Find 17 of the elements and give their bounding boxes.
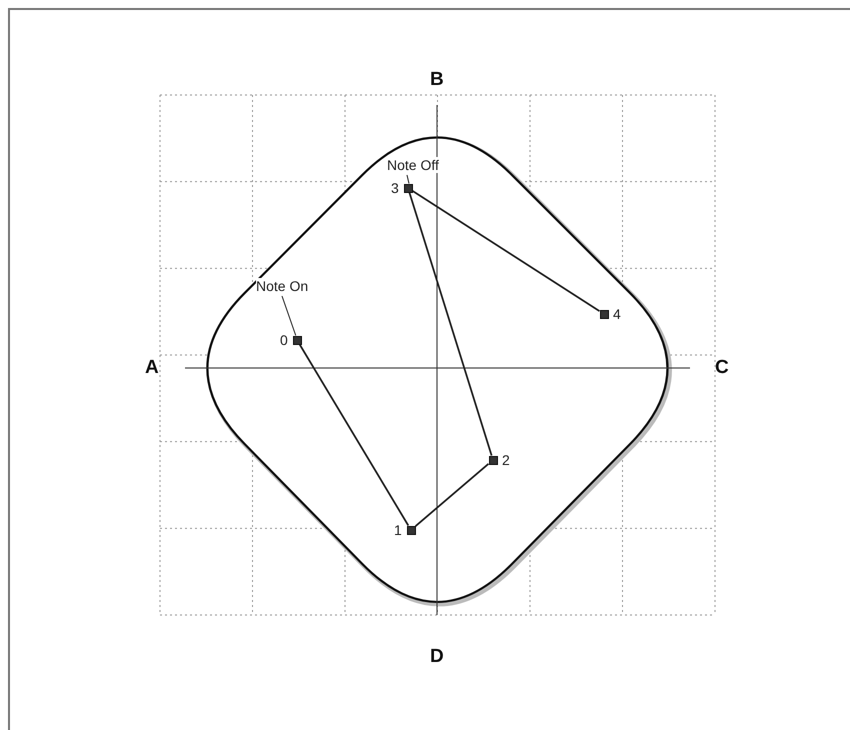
corner-letter: D <box>430 647 444 667</box>
point-number: 0 <box>280 332 288 348</box>
note-label: Note On <box>256 278 308 294</box>
connecting-line <box>408 192 492 456</box>
point-number: 3 <box>391 180 399 196</box>
connecting-line <box>298 344 410 526</box>
corner-letter: B <box>430 70 444 90</box>
note-label: Note Off <box>387 157 439 173</box>
leader-line <box>282 296 296 336</box>
connecting-line <box>414 463 490 527</box>
leader-line <box>406 174 410 184</box>
corner-letter: A <box>145 358 159 378</box>
point-number: 1 <box>394 522 402 538</box>
corner-letter: C <box>715 358 729 378</box>
connecting-line <box>412 190 600 312</box>
point-number: 4 <box>613 306 621 322</box>
point-number: 2 <box>502 452 510 468</box>
